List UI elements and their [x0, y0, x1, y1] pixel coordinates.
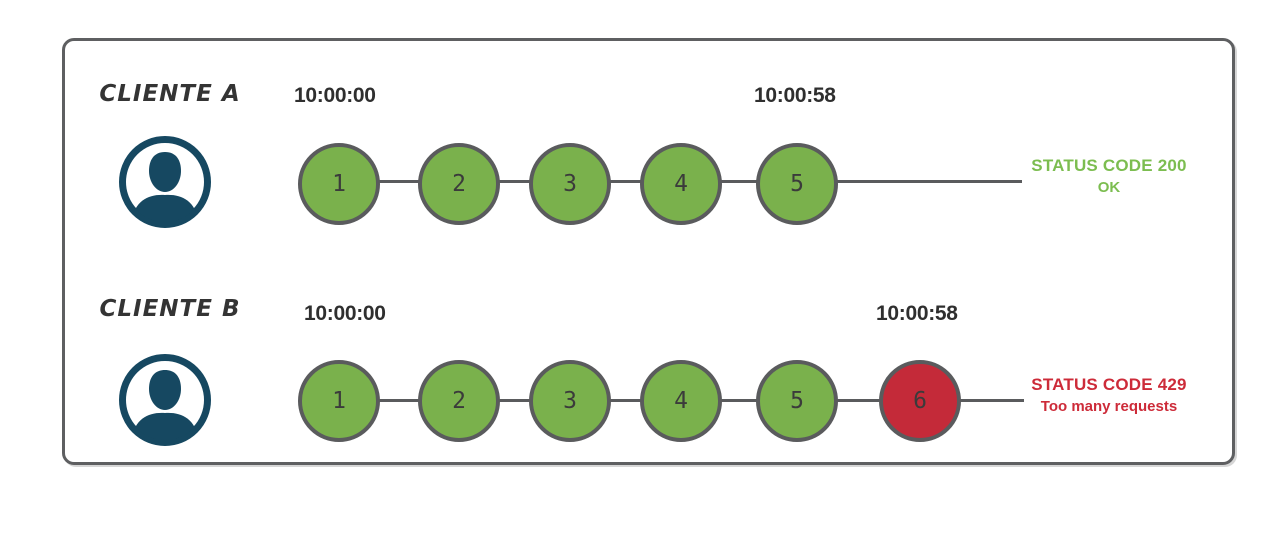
client-a-end-time: 10:00:58 [754, 84, 836, 107]
person-icon [119, 354, 211, 446]
person-icon [119, 136, 211, 228]
request-node-b5: 5 [756, 360, 838, 442]
client-a-label: CLIENTE A [99, 81, 241, 107]
client-b-status: STATUS CODE 429 Too many requests [1023, 374, 1195, 418]
request-node-b6-blocked: 6 [879, 360, 961, 442]
request-node-a4: 4 [640, 143, 722, 225]
request-number: 3 [563, 388, 577, 414]
request-number: 5 [790, 171, 804, 197]
status-message-text: OK [1097, 179, 1121, 196]
request-node-b3: 3 [529, 360, 611, 442]
client-b-start-time: 10:00:00 [304, 302, 386, 325]
client-a-status: STATUS CODE 200 OK [1023, 155, 1195, 199]
request-number: 5 [790, 388, 804, 414]
request-node-b2: 2 [418, 360, 500, 442]
status-code-text: STATUS CODE 429 [1031, 375, 1187, 394]
request-node-a3: 3 [529, 143, 611, 225]
client-b-avatar [117, 352, 213, 448]
request-number: 4 [674, 388, 688, 414]
request-number: 2 [452, 388, 466, 414]
request-number: 3 [563, 171, 577, 197]
request-node-a2: 2 [418, 143, 500, 225]
client-b-end-time: 10:00:58 [876, 302, 958, 325]
status-code-text: STATUS CODE 200 [1031, 156, 1187, 175]
request-number: 4 [674, 171, 688, 197]
request-node-a1: 1 [298, 143, 380, 225]
request-number: 2 [452, 171, 466, 197]
status-message-text: Too many requests [1040, 398, 1178, 415]
client-a-avatar [117, 134, 213, 230]
client-b-label: CLIENTE B [99, 296, 241, 322]
request-number: 6 [913, 388, 927, 414]
request-node-b1: 1 [298, 360, 380, 442]
request-node-a5: 5 [756, 143, 838, 225]
request-node-b4: 4 [640, 360, 722, 442]
client-a-start-time: 10:00:00 [294, 84, 376, 107]
request-number: 1 [332, 388, 346, 414]
request-number: 1 [332, 171, 346, 197]
